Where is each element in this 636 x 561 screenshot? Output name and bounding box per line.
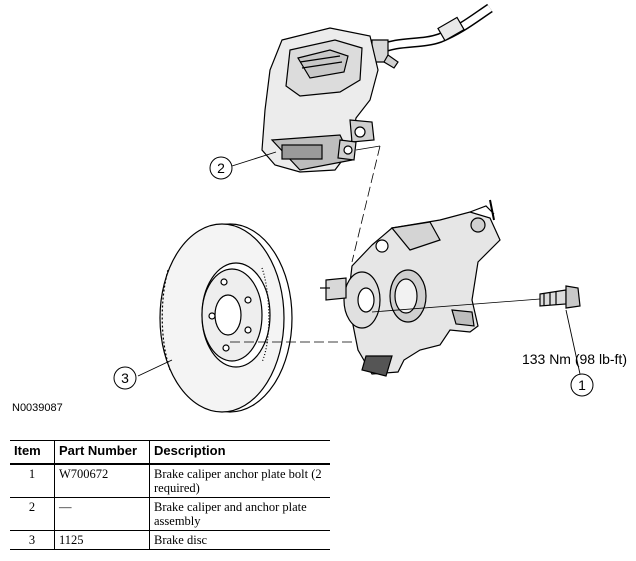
callout-3-circle (113, 366, 137, 390)
callout-2-number: 2 (217, 160, 225, 176)
header-part-number: Part Number (54, 440, 150, 465)
item-cell: 2 (10, 497, 55, 531)
callout-2-circle (209, 156, 233, 180)
header-description: Description (149, 440, 330, 465)
description-cell: Brake caliper anchor plate bolt (2 requi… (149, 463, 330, 498)
steering-knuckle (320, 199, 501, 377)
table-row: 3 1125 Brake disc (10, 530, 330, 550)
brake-hose (371, 3, 493, 69)
description-cell: Brake disc (149, 530, 330, 550)
table-row: 2 — Brake caliper and anchor plate assem… (10, 497, 330, 531)
part-number-cell: W700672 (54, 463, 150, 498)
figure-id: N0039087 (12, 402, 63, 414)
callout-1-circle (570, 373, 594, 397)
parts-table: Item Part Number Description 1 W700672 B… (10, 440, 330, 550)
item-cell: 1 (10, 463, 55, 498)
callout-1-number: 1 (578, 377, 586, 393)
torque-spec-label: 133 Nm (98 lb-ft) (522, 351, 627, 367)
anchor-plate-bolt (539, 285, 581, 309)
callout-leaders (137, 151, 581, 377)
table-header-row: Item Part Number Description (10, 440, 330, 465)
caliper-assembly (261, 27, 379, 173)
part-number-cell: 1125 (54, 530, 150, 550)
callout-3-number: 3 (121, 370, 129, 386)
item-cell: 3 (10, 530, 55, 550)
description-cell: Brake caliper and anchor plate assembly (149, 497, 330, 531)
header-item: Item (10, 440, 55, 465)
table-row: 1 W700672 Brake caliper anchor plate bol… (10, 463, 330, 498)
brake-assembly-illustration: 2 3 1 133 Nm (98 lb-ft) N0039087 (12, 3, 627, 414)
part-number-cell: — (54, 497, 150, 531)
brake-disc (159, 223, 293, 413)
alignment-lines (230, 145, 541, 343)
